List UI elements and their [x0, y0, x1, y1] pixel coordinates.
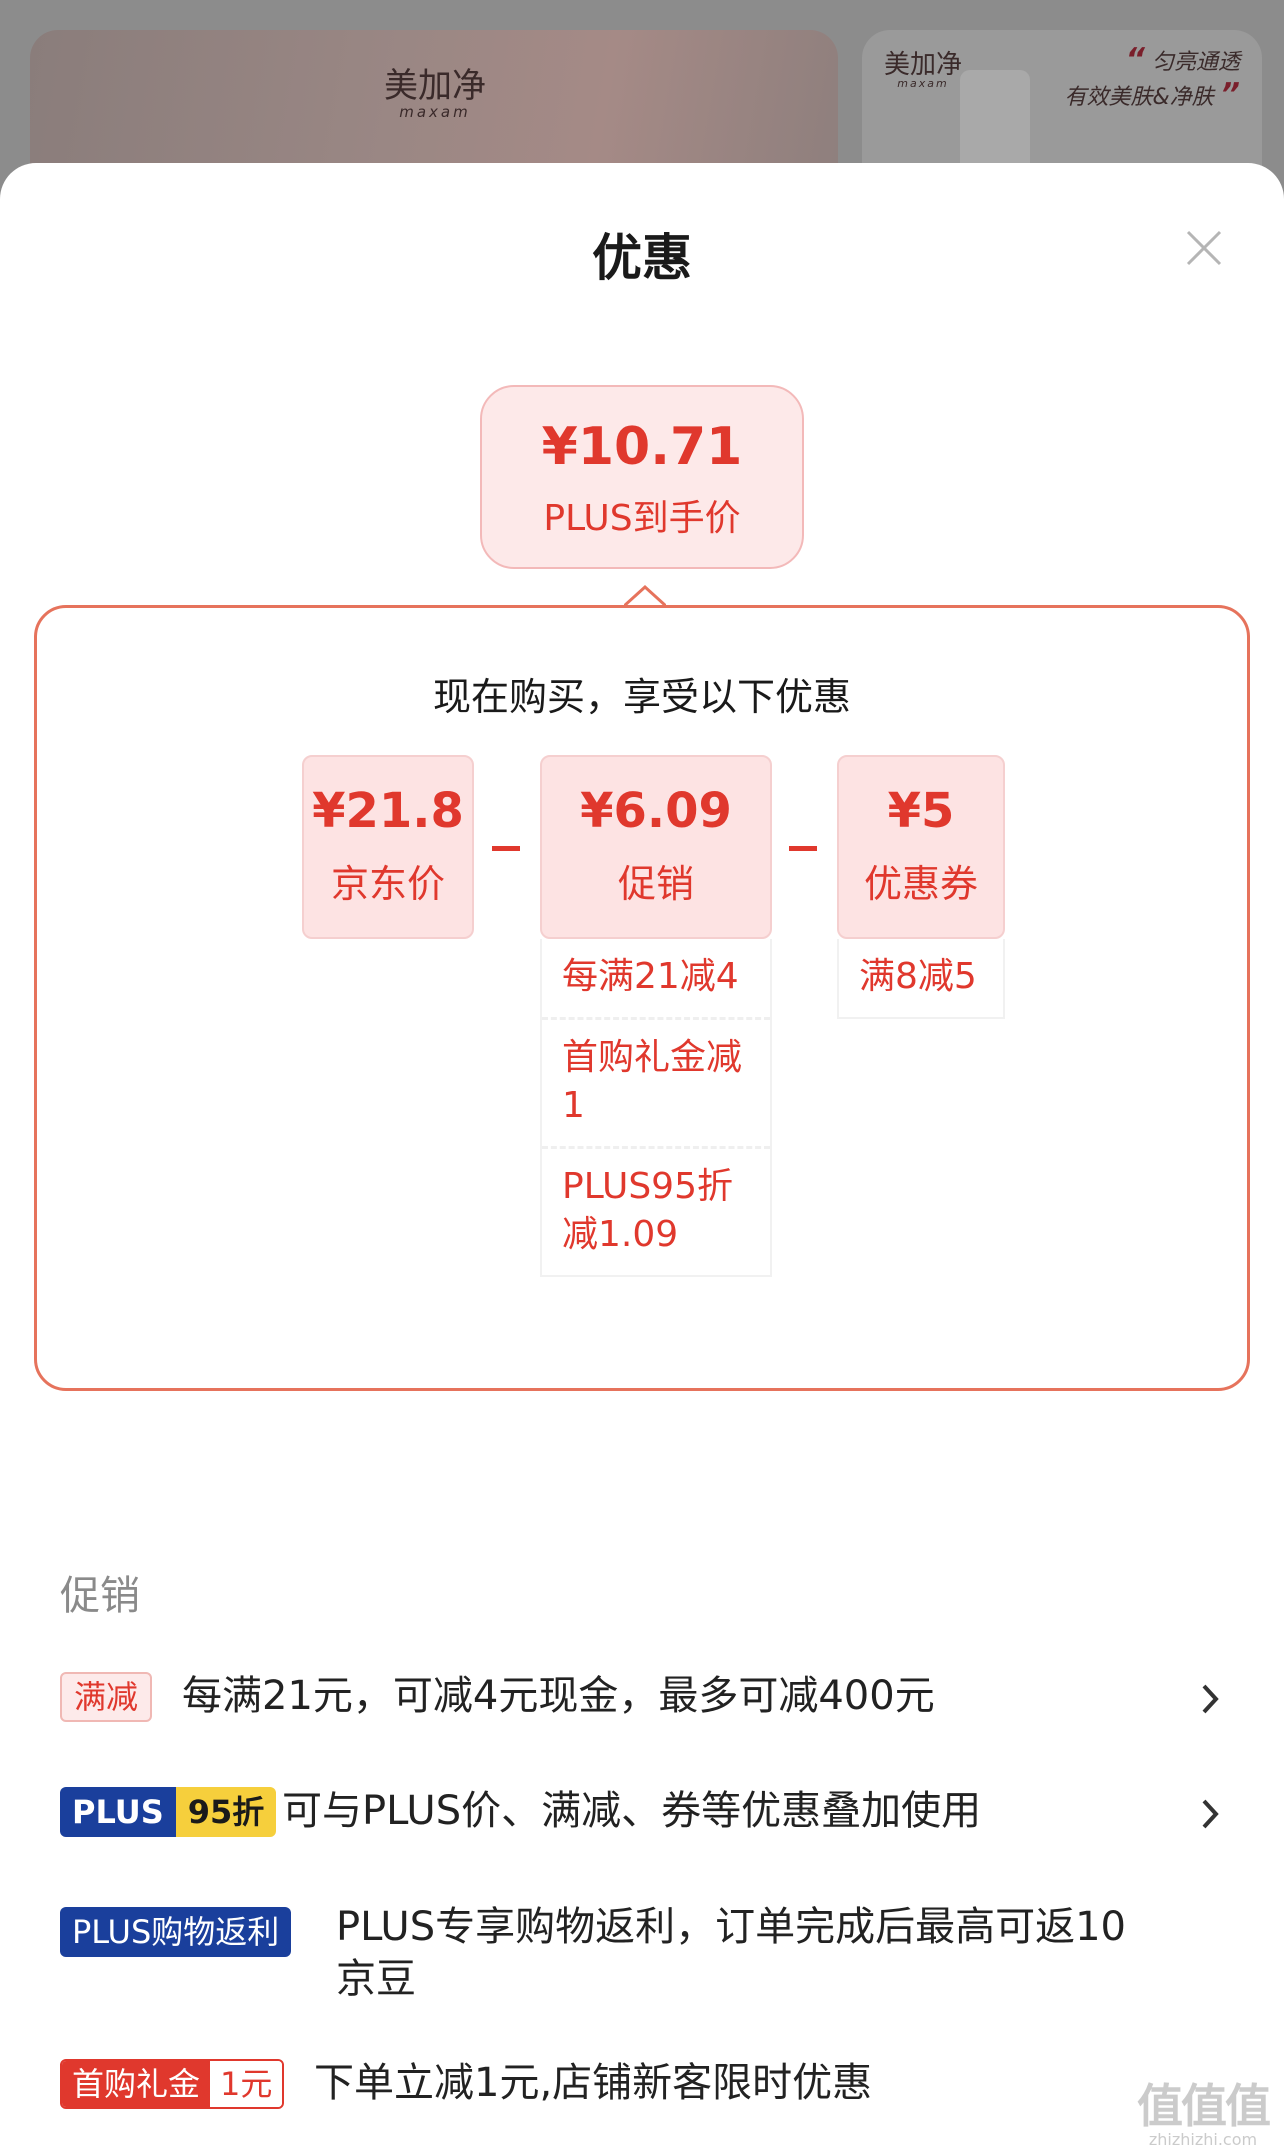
gift-amount-part: 1元 [210, 2061, 283, 2107]
plus-rebate-tag: PLUS购物返利 [60, 1907, 292, 1957]
coupon-items: 满8减5 [837, 939, 1005, 1019]
brand-logo: 美加净 maxam [384, 66, 486, 121]
full-reduction-tag: 满减 [60, 1672, 153, 1722]
promotion-item: 每满21减4 [542, 939, 770, 1020]
promo-row-plus-rebate: PLUS购物返利 PLUS专享购物返利，订单完成后最高可返10 京豆 [60, 1895, 1230, 2005]
final-price-label: PLUS到手价 [543, 498, 741, 539]
promo-text: PLUS专享购物返利，订单完成后最高可返10 京豆 [336, 1901, 1126, 2005]
price-breakdown-panel: 现在购买，享受以下优惠 ¥21.8 京东价 ¥6.09 促销 每满21减4 首购… [34, 605, 1250, 1391]
plus-tag-part: PLUS [60, 1787, 176, 1837]
promotions-heading: 促销 [60, 1573, 140, 1619]
promotion-label: 促销 [617, 862, 694, 906]
promo-text-line: PLUS专享购物返利，订单完成后最高可返10 [336, 1904, 1126, 1950]
final-price-bubble: ¥10.71 PLUS到手价 [480, 385, 804, 569]
banner-slogan: “ 匀亮通透 有效美肤&净肤 ” [1064, 42, 1240, 112]
promo-text: 下单立减1元,店铺新客限时优惠 [314, 2060, 873, 2106]
gift-tag-part: 首购礼金 [62, 2061, 211, 2107]
jd-price-amount: ¥21.8 [312, 783, 464, 839]
discount-sheet: 优惠 ¥10.71 PLUS到手价 现在购买，享受以下优惠 ¥21.8 京东价 … [0, 163, 1284, 2152]
promotion-amount: ¥6.09 [580, 783, 732, 839]
breakdown-heading: 现在购买，享受以下优惠 [432, 675, 851, 719]
promo-row-first-purchase: 首购礼金 1元 下单立减1元,店铺新客限时优惠 [60, 2055, 1230, 2115]
close-icon[interactable] [1182, 226, 1226, 270]
first-purchase-gift-tag: 首购礼金 1元 [60, 2059, 285, 2109]
coupon-amount: ¥5 [887, 783, 955, 839]
final-price-amount: ¥10.71 [541, 417, 743, 477]
promo-row-plus-95[interactable]: PLUS 95折 可与PLUS价、满减、券等优惠叠加使用 [60, 1783, 1230, 1843]
promotion-item: 首购礼金减1 [542, 1020, 770, 1149]
coupon-label: 优惠券 [863, 862, 978, 906]
discount-tag-part: 95折 [175, 1787, 277, 1837]
jd-price-label: 京东价 [330, 862, 445, 906]
product-bottle-image [960, 70, 1030, 170]
promo-text: 每满21元，可减4元现金，最多可减400元 [182, 1673, 935, 1719]
promo-text: 可与PLUS价、满减、券等优惠叠加使用 [282, 1788, 982, 1834]
coupon-item: 满8减5 [859, 956, 977, 997]
plus-95-tag: PLUS 95折 [60, 1787, 277, 1837]
caret-icon [624, 584, 666, 608]
chevron-right-icon [1202, 1799, 1219, 1829]
site-watermark: 值值值 zhizhizhi.com [1137, 2079, 1271, 2149]
chevron-right-icon [1202, 1684, 1219, 1714]
promotion-items: 每满21减4 首购礼金减1 PLUS95折减1.09 [540, 939, 772, 1277]
brand-logo-small: 美加净 maxam [884, 50, 963, 90]
promotion-box: ¥6.09 促销 [540, 755, 772, 939]
coupon-box: ¥5 优惠券 [837, 755, 1005, 939]
minus-icon [492, 846, 520, 851]
promo-text-line: 京豆 [336, 1956, 416, 2002]
jd-price-box: ¥21.8 京东价 [302, 755, 474, 939]
minus-icon [789, 846, 817, 851]
promotion-item: PLUS95折减1.09 [562, 1166, 733, 1255]
sheet-title: 优惠 [592, 229, 692, 287]
promo-row-full-reduction[interactable]: 满减 每满21元，可减4元现金，最多可减400元 [60, 1668, 1230, 1728]
